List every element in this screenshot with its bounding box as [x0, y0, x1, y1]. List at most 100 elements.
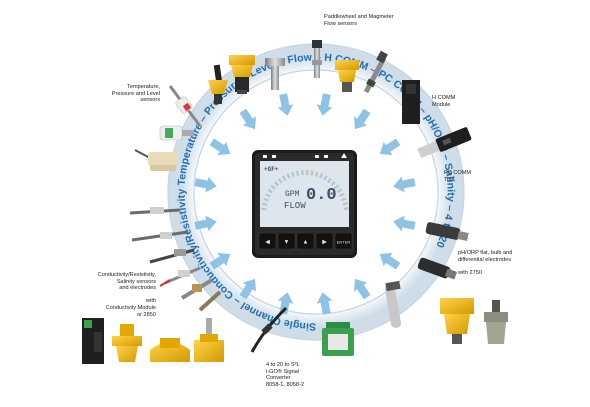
keypad-button-0[interactable] [258, 232, 277, 250]
lcd-bar-segment [327, 177, 332, 184]
lcd-unit: GPM [285, 190, 300, 199]
lcd-bar-segment [342, 202, 348, 206]
label-paddlewheel-sensors: Paddlewheel and Magmeter Flow sensors [324, 14, 394, 27]
ph-electrode-3 [384, 280, 402, 328]
conductivity-sensor-yellow-1 [112, 324, 142, 362]
label-hcomm-module: H COMM Module [432, 95, 456, 108]
ph-electrode-1 [425, 222, 469, 241]
inward-arrow [239, 278, 257, 300]
pipe-fitting-sensor [265, 58, 285, 90]
lcd-bar-segment [319, 173, 324, 179]
lcd-bar-segment [336, 188, 343, 194]
lcd-bar-segment [281, 175, 287, 181]
keypad-button-1[interactable] [277, 232, 296, 250]
lcd-bar-segment [277, 178, 283, 184]
ph-electrode-2 [417, 257, 458, 280]
brand-logo: +GF+ [264, 166, 279, 173]
lcd-bar-segment [323, 175, 328, 181]
conductivity-module [82, 318, 104, 364]
inward-arrow [316, 292, 333, 315]
ph-sensor-grey [484, 300, 508, 344]
lcd-bar-segment [343, 207, 349, 210]
inward-arrow [316, 93, 333, 116]
lcd-bar-segment [261, 202, 268, 206]
indicator-led [324, 155, 328, 158]
lcd-bar-segment [265, 193, 271, 198]
ph-sensor-yellow [440, 298, 474, 344]
inward-arrow [209, 138, 231, 156]
temperature-sensor-green [159, 125, 194, 141]
inward-arrow [277, 292, 294, 315]
level-sensor [134, 149, 178, 171]
label-temperature-sensors: Temperature, Pressure and Level sensors [111, 84, 160, 104]
label-signal-converter: 4 to 20 to S³L i-GO® Signal Converter 80… [266, 362, 304, 388]
lcd-bar-segment [296, 170, 300, 176]
lcd-bargraph [261, 170, 349, 211]
insertion-probe [312, 40, 322, 78]
keypad-button-3[interactable] [315, 232, 334, 250]
warning-icon [341, 153, 347, 158]
lcd-bar-segment [273, 181, 280, 187]
lcd-bar-segment [333, 184, 340, 190]
conductivity-probe-1 [129, 207, 181, 215]
conductivity-probe-6 [198, 290, 222, 312]
flow-probe-diagonal [363, 50, 388, 94]
lcd-bar-segment [341, 197, 347, 202]
inward-arrow [379, 138, 401, 156]
lcd-bar-segment [291, 171, 295, 178]
conductivity-probe-4 [159, 266, 201, 287]
keypad-button-label: ▲ [303, 240, 309, 246]
keypad: ◀ ▼ ▲ ▶ ENTER [258, 232, 353, 250]
pccomm-usb-tool [417, 127, 472, 158]
inward-arrow [239, 108, 257, 130]
indicator-led [272, 155, 276, 158]
hcomm-module [402, 80, 420, 124]
inward-arrow [209, 252, 231, 270]
label-conductivity-sensors: Conductivity/Resistivity, Salinity senso… [97, 272, 156, 318]
keypad-button-4[interactable] [334, 232, 353, 250]
lcd-screen [260, 161, 349, 227]
keypad-button-2[interactable] [296, 232, 315, 250]
label-pccomm-tool: PC COMM Tool [444, 170, 472, 183]
pressure-sensor [208, 64, 228, 104]
indicator-led [263, 155, 267, 158]
lcd-bar-segment [263, 197, 269, 202]
inward-arrow [194, 176, 217, 193]
lcd-mode: FLOW [284, 201, 306, 211]
conductivity-probe-5 [180, 278, 214, 300]
lcd-bar-segment [261, 207, 267, 211]
lcd-bar-segment [270, 184, 276, 190]
lcd-bar-segment [310, 170, 314, 176]
lcd-bar-segment [339, 192, 345, 198]
inward-arrow [194, 215, 217, 232]
inward-arrow [277, 93, 294, 116]
lcd-bar-segment [314, 171, 319, 177]
inward-arrow [379, 252, 401, 270]
keypad-button-label: ENTER [337, 240, 351, 245]
indicator-led [315, 155, 319, 158]
inward-arrow [393, 215, 416, 232]
inward-arrows [194, 93, 416, 315]
label-ph-electrodes: pH/ORP flat, bulb and differential elect… [458, 250, 513, 276]
lcd-bar-segment [330, 180, 336, 187]
keypad-button-label: ▼ [284, 240, 290, 246]
conductivity-sensor-yellow-3 [194, 318, 224, 362]
lcd-reading: 0.0 [306, 186, 337, 205]
temperature-sensor-red [168, 85, 202, 127]
lcd-bar-segment [267, 188, 274, 194]
inward-arrow [353, 278, 371, 300]
magmeter-sensor [335, 60, 359, 92]
signal-converter-module [322, 322, 354, 356]
inward-arrow [393, 176, 416, 193]
conductivity-probe-3 [149, 248, 195, 264]
signal-converter-cable [250, 306, 288, 353]
conductivity-sensor-yellow-2 [150, 338, 190, 362]
controller-device: +GF+ GPM 0.0 FLOW ◀ ▼ ▲ ▶ ENTER [252, 150, 357, 258]
conductivity-probe-2 [131, 230, 189, 242]
keypad-button-label: ▶ [322, 240, 327, 246]
lcd-bar-segment [286, 173, 291, 179]
keypad-button-label: ◀ [265, 240, 270, 246]
inward-arrow [353, 108, 371, 130]
paddlewheel-sensor [229, 55, 255, 94]
